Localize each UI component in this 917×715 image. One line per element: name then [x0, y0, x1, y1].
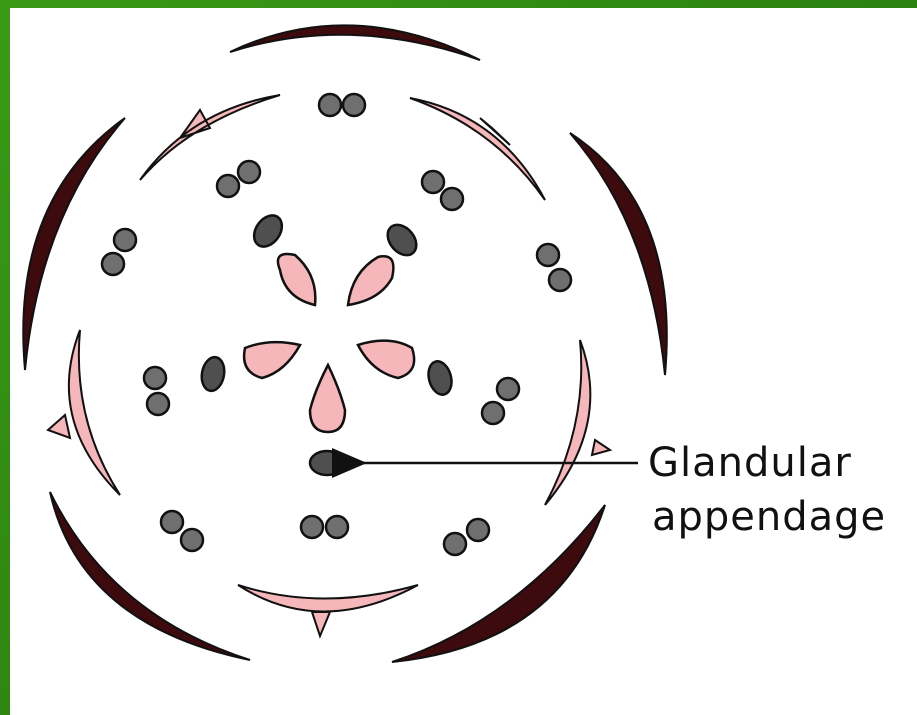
stamen [102, 229, 136, 275]
carpel-upper-right [348, 256, 393, 305]
carpel-bottom [310, 365, 345, 432]
stamen [161, 511, 203, 551]
annotation-label-line2: appendage [652, 494, 886, 540]
diagram-canvas: Glandular appendage [10, 8, 917, 715]
annotation: Glandular appendage [362, 440, 886, 540]
sepal-upper-right [570, 133, 667, 375]
petal-bottom [238, 585, 418, 636]
stamen [482, 378, 519, 424]
annotation-label-line1: Glandular [648, 440, 852, 486]
stamen [217, 161, 260, 197]
carpel-whorl [244, 254, 414, 432]
carpel-left [244, 342, 300, 378]
floral-diagram: Glandular appendage [10, 8, 917, 715]
stamen [319, 94, 365, 116]
stamen [537, 244, 571, 291]
sepal-whorl [23, 25, 667, 662]
sepal-upper-left [23, 118, 125, 370]
sepal-lower-left [50, 492, 250, 660]
glandular-appendage [425, 359, 455, 398]
sepal-top [230, 25, 480, 60]
sepal-lower-right [392, 505, 605, 662]
petal-right [545, 340, 610, 505]
stamen [422, 171, 463, 210]
gland-whorl [199, 210, 455, 475]
petal-left [48, 330, 120, 495]
carpel-upper-left [278, 254, 315, 305]
stamen [144, 367, 169, 415]
glandular-appendage-labelled [310, 451, 344, 475]
glandular-appendage [382, 219, 422, 260]
carpel-right [358, 341, 414, 378]
stamen [301, 516, 348, 538]
stamen [444, 519, 489, 555]
stamen-whorl [102, 94, 571, 555]
glandular-appendage [199, 355, 227, 392]
glandular-appendage [248, 210, 287, 252]
